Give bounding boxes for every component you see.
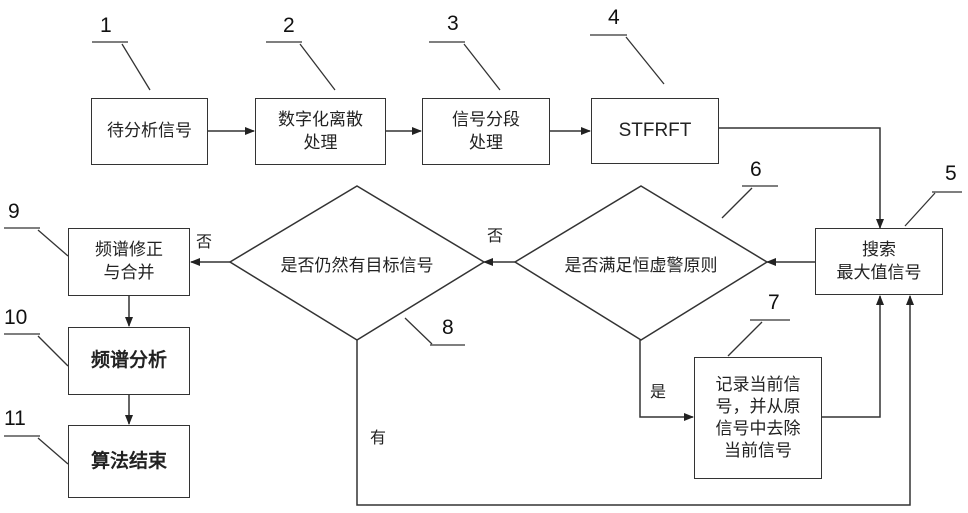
arrow-6-7: [640, 340, 693, 417]
step-number-5: 5: [945, 162, 957, 186]
box-algorithm-end: 算法结束: [68, 425, 190, 498]
box-algorithm-end-label: 算法结束: [91, 449, 167, 475]
step-number-6: 6: [750, 158, 762, 182]
step-number-8: 8: [442, 316, 454, 340]
leader-4b: [626, 37, 664, 84]
leader-11b: [38, 438, 68, 464]
step-number-4: 4: [608, 6, 620, 30]
leader-5b: [905, 193, 935, 226]
arrow-8-5: [357, 296, 910, 505]
leader-10b: [38, 336, 68, 366]
leader-1b: [122, 44, 150, 90]
edge-label-yes-cfar: 是: [650, 378, 666, 402]
step-number-3: 3: [447, 12, 459, 36]
box-stfrft: STFRFT: [591, 98, 719, 164]
step-number-9: 9: [8, 200, 20, 224]
diamond-cfar-label: 是否满足恒虚警原则: [521, 251, 761, 276]
edge-label-no-target: 否: [196, 228, 212, 252]
leader-8b: [405, 318, 432, 344]
step-number-11: 11: [4, 407, 26, 431]
box-digital-discretization-label: 数字化离散 处理: [278, 109, 363, 155]
box-record-and-remove: 记录当前信 号，并从原 信号中去除 当前信号: [694, 357, 822, 479]
box-search-max-signal-label: 搜索 最大值信号: [837, 239, 922, 285]
box-spectrum-analysis-label: 频谱分析: [91, 348, 167, 374]
step-number-2: 2: [283, 14, 295, 38]
diamond-target-remaining-label: 是否仍然有目标信号: [236, 251, 478, 276]
box-digital-discretization: 数字化离散 处理: [255, 98, 386, 165]
leader-2b: [300, 44, 335, 90]
box-spectrum-analysis: 频谱分析: [68, 327, 190, 395]
box-signal-to-analyze-label: 待分析信号: [107, 120, 192, 143]
arrow-4-5: [719, 128, 880, 228]
leader-7b: [728, 322, 762, 356]
box-search-max-signal: 搜索 最大值信号: [815, 228, 943, 295]
box-signal-segmentation-label: 信号分段 处理: [452, 109, 520, 155]
box-spectrum-correction-merge: 频谱修正 与合并: [68, 228, 190, 296]
leader-6b: [722, 188, 752, 218]
step-number-7: 7: [768, 291, 780, 315]
box-signal-segmentation: 信号分段 处理: [422, 98, 550, 165]
arrow-7-5: [822, 296, 880, 417]
edge-label-has-target: 有: [370, 424, 386, 448]
box-signal-to-analyze: 待分析信号: [91, 98, 208, 165]
box-spectrum-correction-merge-label: 频谱修正 与合并: [95, 239, 163, 285]
leader-9b: [38, 230, 68, 256]
box-stfrft-label: STFRFT: [619, 118, 692, 144]
edge-label-no-cfar: 否: [487, 222, 503, 246]
step-number-10: 10: [4, 306, 27, 330]
box-record-and-remove-label: 记录当前信 号，并从原 信号中去除 当前信号: [716, 374, 801, 462]
step-number-1: 1: [100, 14, 112, 38]
leader-3b: [464, 44, 500, 90]
